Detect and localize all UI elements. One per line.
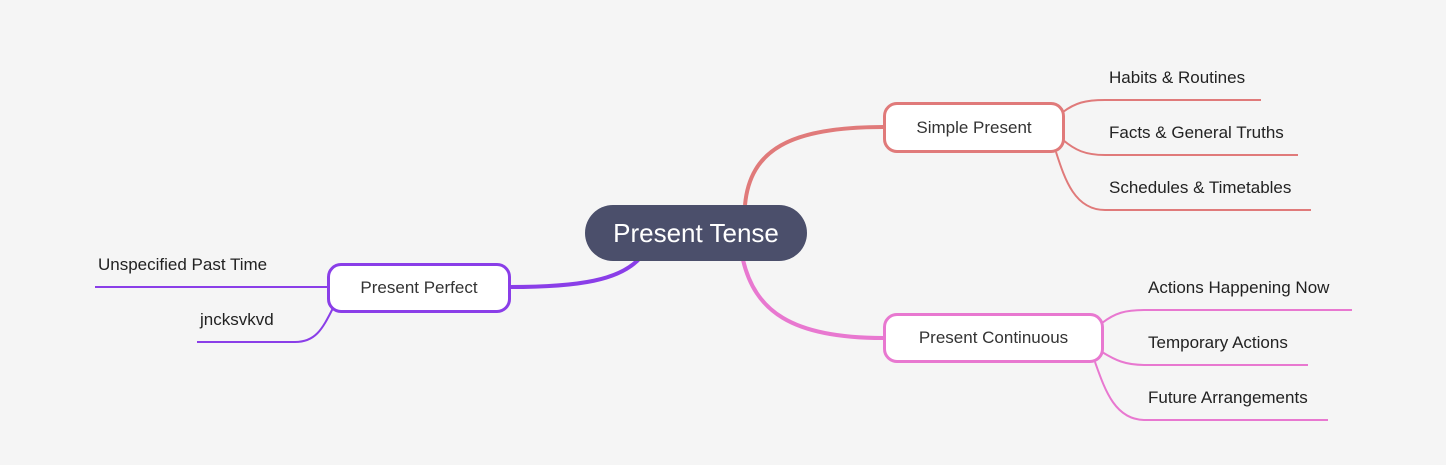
branch-label: Present Perfect — [360, 278, 478, 297]
link-jncksvkvd — [197, 307, 334, 343]
branch-simple-present[interactable]: Simple Present — [883, 102, 1065, 153]
root-node[interactable]: Present Tense — [585, 205, 807, 261]
root-label: Present Tense — [613, 217, 779, 248]
branch-present-continuous[interactable]: Present Continuous — [883, 313, 1104, 363]
branch-label: Simple Present — [916, 117, 1032, 137]
link-facts — [1062, 139, 1298, 156]
leaf-future-arrangements[interactable]: Future Arrangements — [1148, 388, 1308, 407]
link-schedules — [1055, 151, 1311, 211]
leaf-facts-general-truths[interactable]: Facts & General Truths — [1109, 123, 1284, 142]
branch-present-perfect[interactable]: Present Perfect — [327, 263, 511, 313]
leaf-unspecified-past-time[interactable]: Unspecified Past Time — [98, 255, 268, 274]
link-habits — [1062, 99, 1261, 113]
branch-label: Present Continuous — [918, 328, 1069, 347]
leaf-habits-routines[interactable]: Habits & Routines — [1109, 68, 1246, 87]
link-temporary — [1101, 351, 1308, 366]
leaf-actions-happening-now[interactable]: Actions Happening Now — [1148, 278, 1330, 297]
leaf-schedules-timetables[interactable]: Schedules & Timetables — [1109, 178, 1292, 197]
link-future — [1094, 361, 1328, 421]
link-actions-now — [1101, 309, 1352, 324]
link-root-simple-present — [743, 125, 884, 206]
leaf-temporary-actions[interactable]: Temporary Actions — [1148, 333, 1288, 352]
link-root-present-perfect — [509, 256, 642, 289]
leaf-jncksvkvd[interactable]: jncksvkvd — [200, 310, 274, 329]
link-root-present-continuous — [741, 259, 884, 340]
